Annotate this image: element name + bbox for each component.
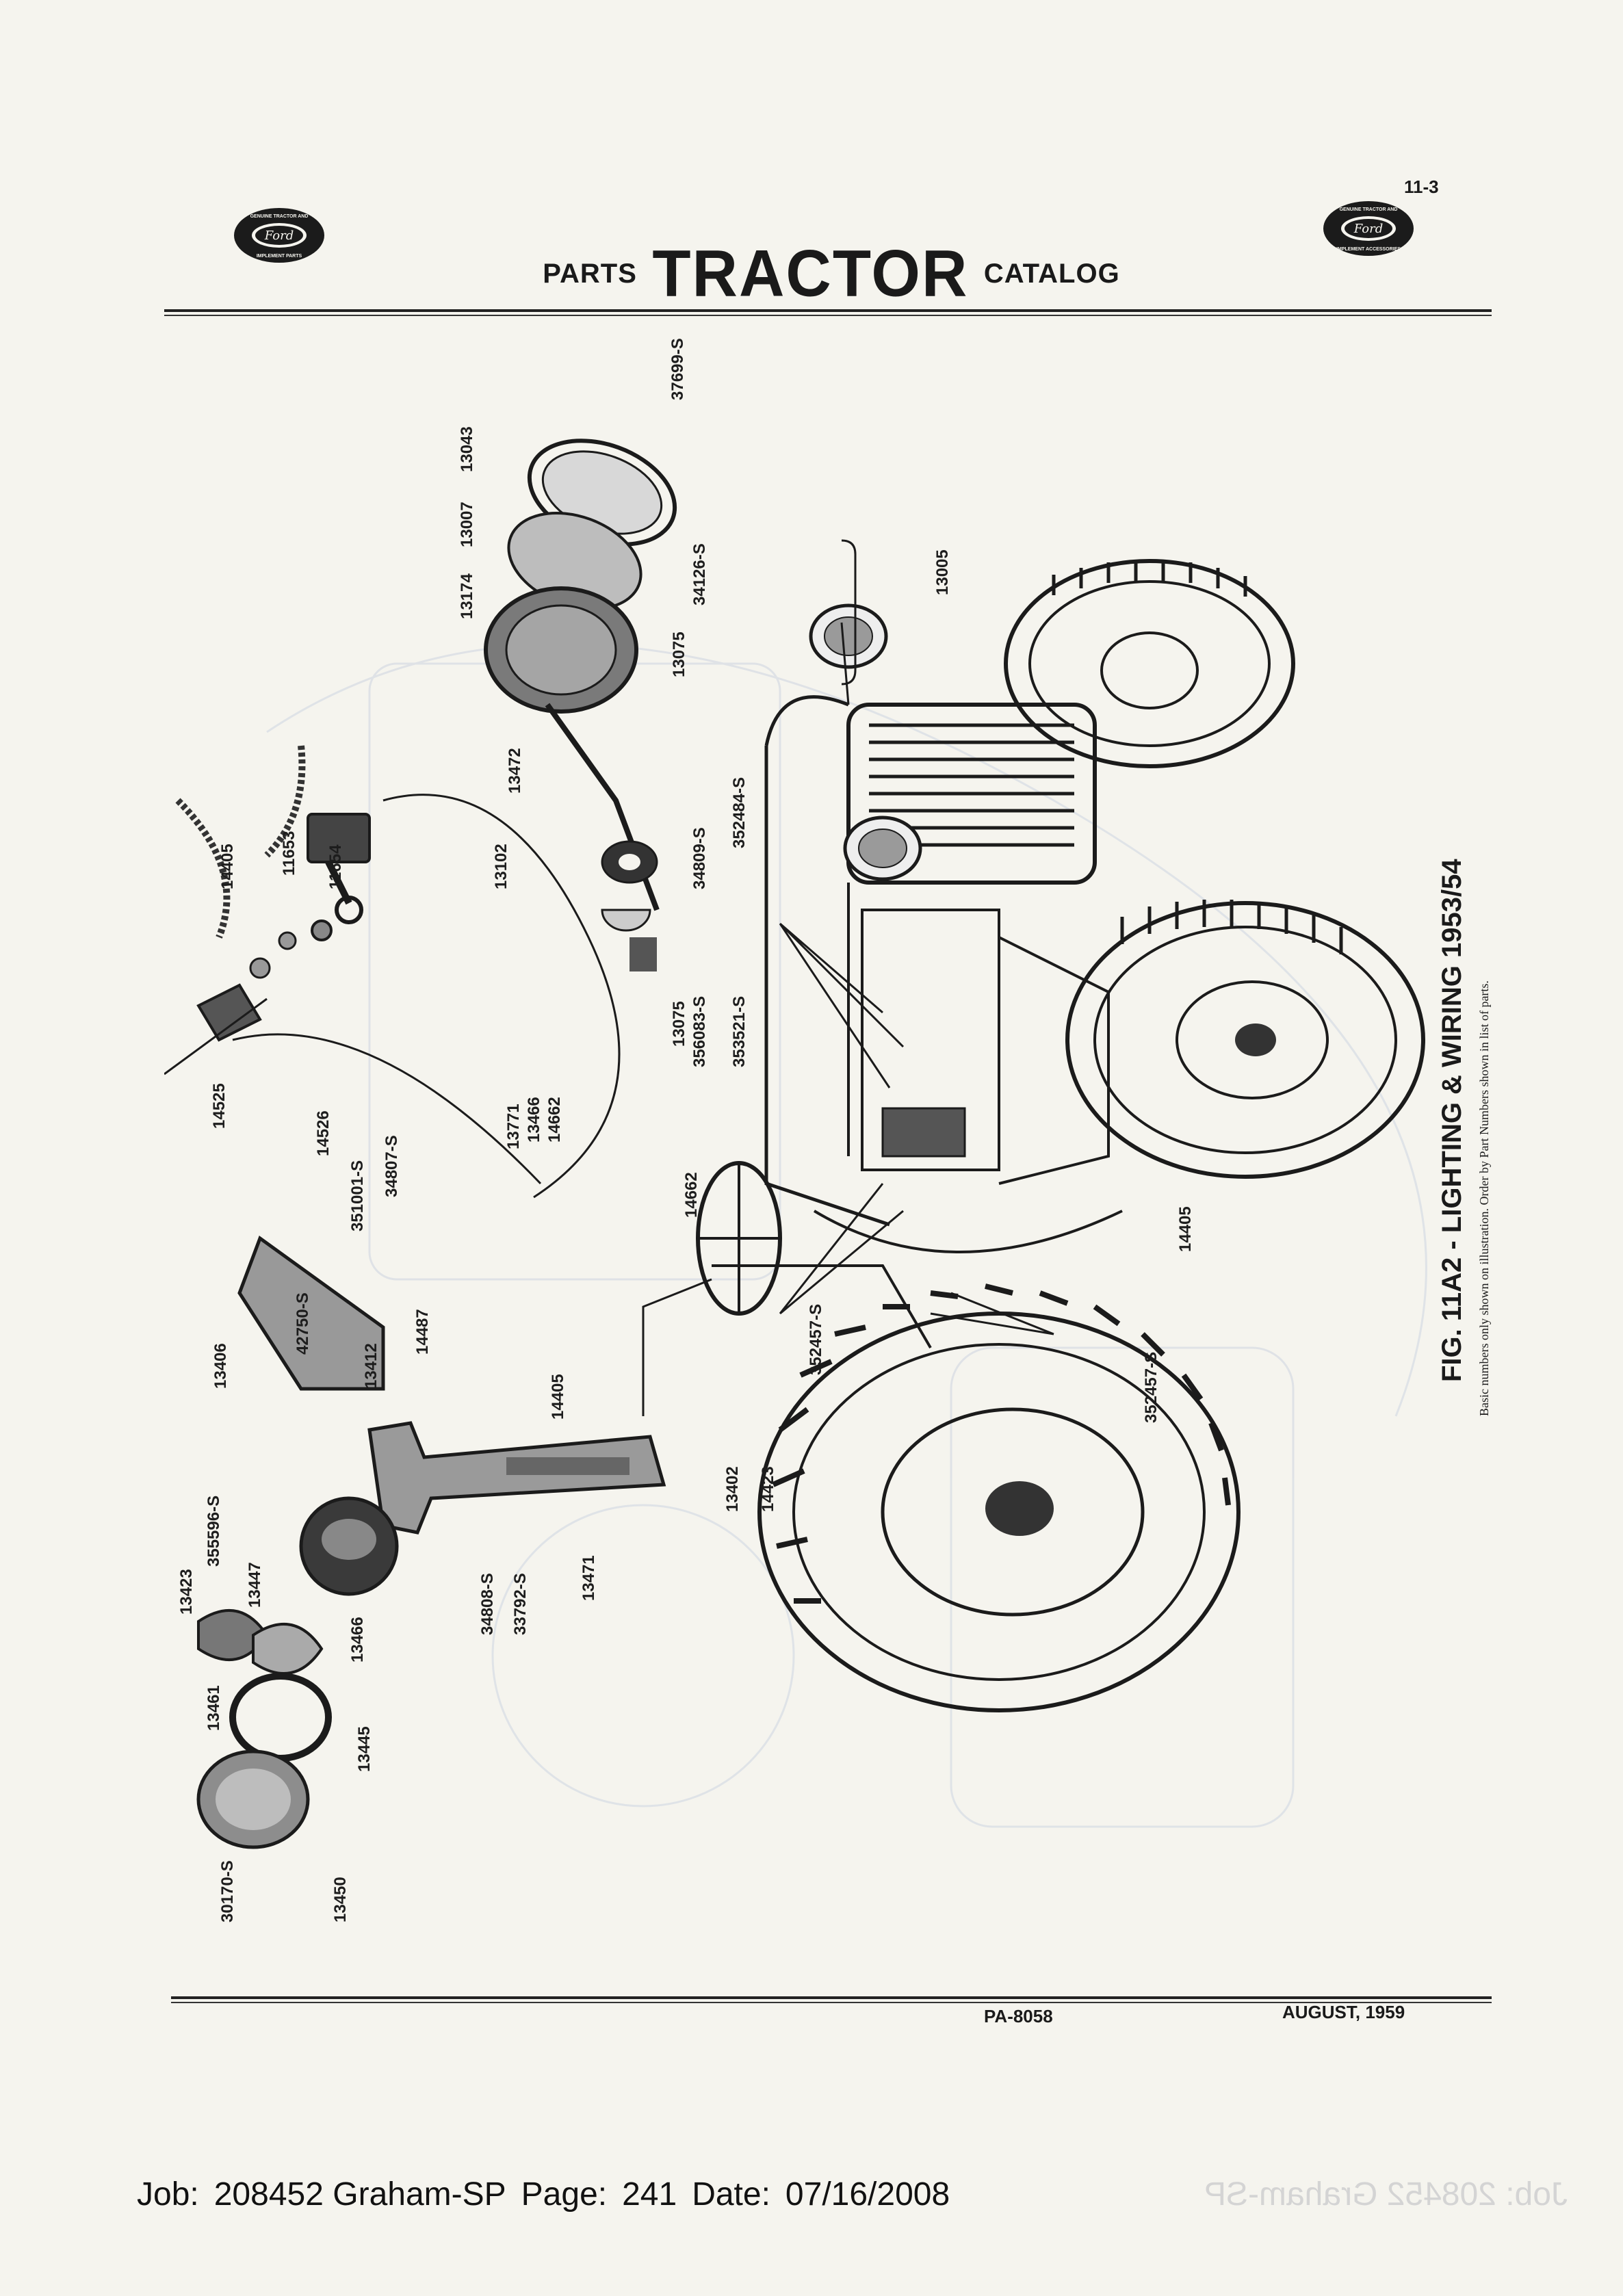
tractor-diagram: 37699-S 13043 13007 13174 34126-S 13075 … (164, 338, 1491, 1922)
page-label: Page: (521, 2176, 608, 2213)
svg-text:Ford: Ford (264, 229, 294, 243)
callout-352484-S: 352484-S (730, 777, 749, 848)
callout-13402: 13402 (723, 1466, 742, 1512)
callout-353521-S: 353521-S (730, 996, 749, 1067)
switch-assembly (175, 745, 371, 941)
callout-11653: 11653 (280, 831, 298, 876)
callout-13005: 13005 (933, 549, 952, 595)
callout-13423: 13423 (177, 1569, 196, 1615)
date-value: 07/16/2008 (785, 2176, 950, 2213)
callout-13466-a: 13466 (525, 1097, 543, 1143)
callout-37699-S: 37699-S (668, 338, 687, 400)
callout-13406: 13406 (211, 1343, 230, 1389)
callout-13771: 13771 (504, 1104, 523, 1149)
callout-30170-S: 30170-S (218, 1860, 237, 1922)
wiring-harness (642, 539, 1054, 1416)
panel-outlines (164, 794, 621, 1199)
date-label: Date: (692, 2176, 770, 2213)
upper-front-tire (1004, 559, 1295, 768)
front-tire (1065, 900, 1425, 1179)
callout-14525: 14525 (210, 1083, 229, 1129)
callout-13043: 13043 (458, 426, 476, 472)
callout-13461: 13461 (205, 1685, 223, 1731)
bulb-socket-parts (196, 931, 297, 1042)
svg-text:GENUINE TRACTOR AND: GENUINE TRACTOR AND (1340, 207, 1398, 212)
callout-14526: 14526 (314, 1110, 333, 1156)
svg-text:Ford: Ford (1353, 222, 1383, 236)
job-stamp-ghost: Job: 208452 Graham-SP (1204, 2176, 1568, 2213)
callout-13472: 13472 (506, 748, 524, 794)
figure-note: Basic numbers only shown on illustration… (1477, 980, 1491, 1416)
tractor-headlamp-upper (809, 603, 888, 669)
callout-14405-a: 14405 (218, 844, 237, 889)
callout-14405-b: 14405 (1176, 1206, 1195, 1252)
callout-352457-S-a: 352457-S (807, 1304, 825, 1375)
callout-14662-b: 14662 (682, 1172, 701, 1218)
rear-tire (757, 1283, 1241, 1712)
page-value: 241 (622, 2176, 677, 2213)
callout-351001-S: 351001-S (348, 1160, 367, 1231)
job-label: Job: (137, 2176, 199, 2213)
header-catalog: CATALOG (983, 259, 1120, 289)
exploded-headlamp (484, 439, 677, 971)
callout-13075-lower: 13075 (670, 1001, 688, 1047)
callout-labels: 37699-S 13043 13007 13174 34126-S 13075 … (177, 338, 1195, 1922)
tractor-body (712, 695, 1123, 1349)
job-value: 208452 Graham-SP (213, 2176, 506, 2213)
callout-14662-a: 14662 (545, 1097, 564, 1143)
bottom-rule (171, 1996, 1492, 2003)
callout-13075-upper: 13075 (670, 631, 688, 677)
svg-text:IMPLEMENT ACCESSORIES: IMPLEMENT ACCESSORIES (1336, 247, 1401, 252)
callout-13412: 13412 (362, 1343, 380, 1389)
callout-14487: 14487 (413, 1309, 432, 1355)
callout-355596-S: 355596-S (205, 1496, 223, 1567)
tail-lamp-bracket (237, 1236, 666, 1535)
callout-14423: 14423 (759, 1466, 777, 1512)
callout-13007: 13007 (458, 501, 476, 547)
callout-34808-S: 34808-S (478, 1573, 497, 1635)
ford-logo-left: Ford GENUINE TRACTOR AND IMPLEMENT PARTS (231, 205, 327, 265)
callout-352457-S-b: 352457-S (1142, 1352, 1160, 1423)
callout-34126-S: 34126-S (690, 543, 709, 605)
job-stamp: Job: 208452 Graham-SP Page: 241 Date: 07/16/2… (137, 2176, 965, 2213)
callout-13447: 13447 (246, 1562, 264, 1608)
figure-title: FIG. 11A2 - LIGHTING & WIRING 1953/54 (1437, 859, 1467, 1382)
header-tractor: TRACTOR (652, 237, 969, 311)
callout-13102: 13102 (492, 844, 510, 889)
callout-34807-S: 34807-S (382, 1135, 401, 1197)
callout-13450: 13450 (331, 1877, 350, 1922)
tractor-headlamp-lower (843, 816, 922, 881)
catalog-header: PARTS TRACTOR CATALOG (171, 237, 1492, 311)
callout-14405-c: 14405 (549, 1374, 567, 1420)
svg-text:GENUINE TRACTOR AND: GENUINE TRACTOR AND (250, 214, 309, 219)
callout-356083-S: 356083-S (690, 996, 709, 1067)
tail-lamp (196, 1496, 399, 1849)
catalog-code: PA-8058 (984, 2006, 1053, 2026)
callout-13174: 13174 (458, 573, 476, 619)
callout-13466-b: 13466 (348, 1617, 367, 1662)
ford-logo-right: Ford GENUINE TRACTOR AND IMPLEMENT ACCES… (1321, 198, 1416, 259)
callout-13471: 13471 (580, 1555, 598, 1601)
top-rule (164, 309, 1492, 316)
steering-wheel (696, 1161, 782, 1316)
callout-11654: 11654 (326, 844, 345, 889)
svg-text:IMPLEMENT PARTS: IMPLEMENT PARTS (257, 254, 302, 259)
callout-33792-S: 33792-S (511, 1573, 530, 1635)
callout-13445: 13445 (355, 1726, 374, 1772)
catalog-date: AUGUST, 1959 (1282, 2002, 1405, 2022)
parts-illustration: 37699-S 13043 13007 13174 34126-S 13075 … (164, 322, 1492, 1991)
header-parts: PARTS (543, 259, 637, 289)
callout-42750-S: 42750-S (294, 1292, 312, 1355)
page-number: 11-3 (1404, 177, 1439, 197)
callout-34809-S: 34809-S (690, 827, 709, 889)
